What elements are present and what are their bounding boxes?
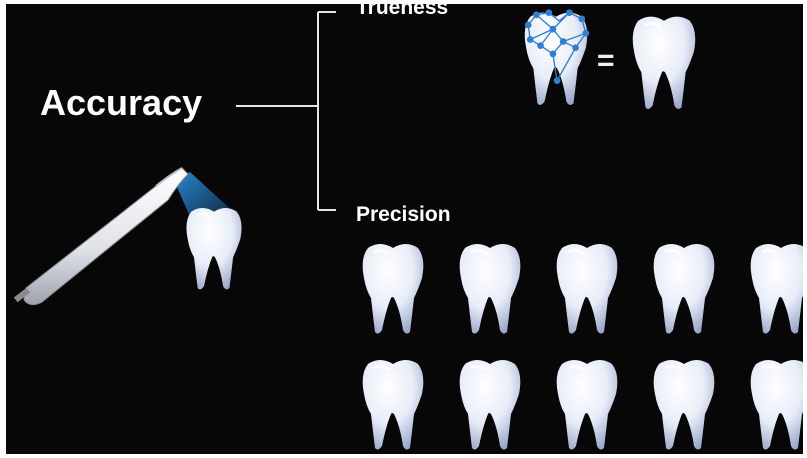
tooth-icon bbox=[651, 356, 717, 452]
tooth-icon bbox=[360, 356, 426, 452]
diagram-canvas: Accuracy Trueness Precision = bbox=[6, 4, 803, 454]
tooth-icon bbox=[554, 356, 620, 452]
tooth-icon bbox=[748, 356, 803, 452]
tooth-mesh-icon bbox=[522, 8, 590, 108]
tooth-icon bbox=[360, 240, 426, 336]
scanner-body bbox=[24, 168, 188, 305]
tooth-icon bbox=[184, 204, 244, 292]
tooth-icon bbox=[457, 240, 523, 336]
tooth-icon bbox=[457, 356, 523, 452]
tooth-icon bbox=[651, 240, 717, 336]
tooth-icon bbox=[630, 12, 698, 112]
tooth-icon bbox=[748, 240, 803, 336]
tooth-icon bbox=[554, 240, 620, 336]
